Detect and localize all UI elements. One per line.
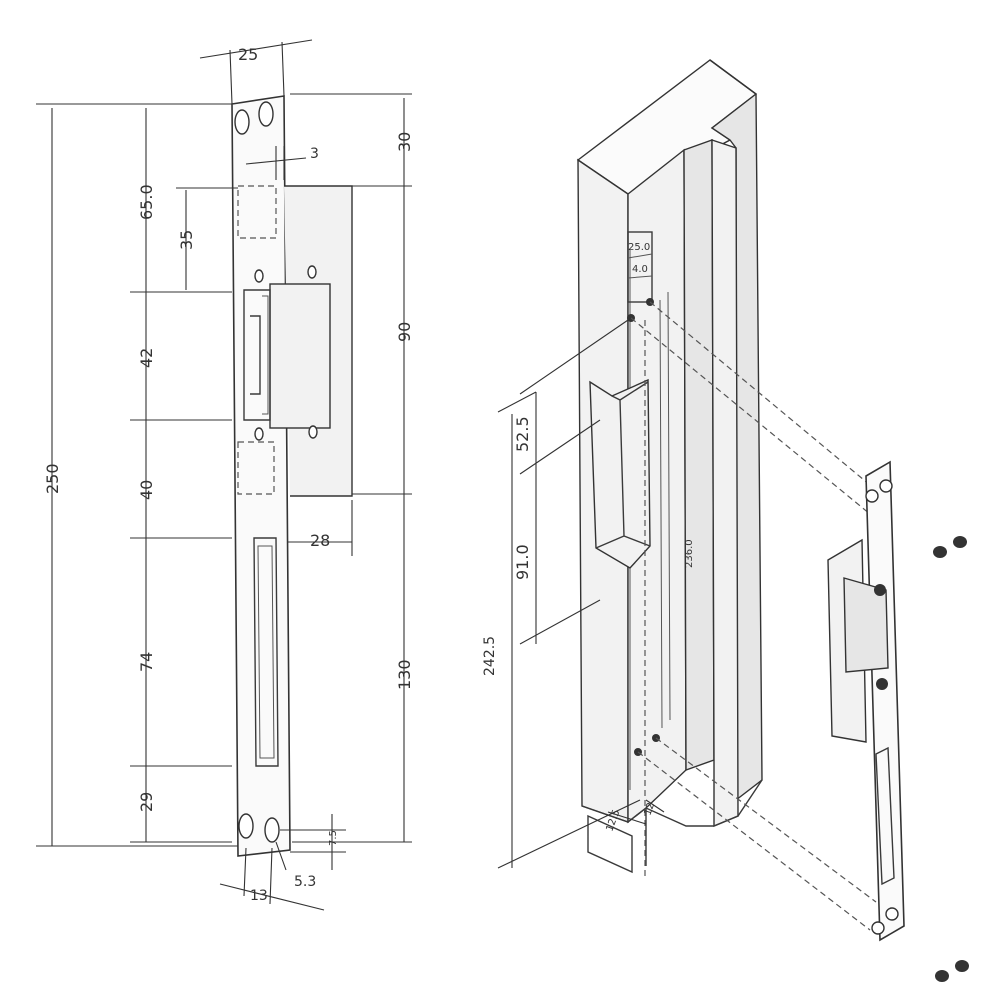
iso-plate-slot xyxy=(875,746,895,886)
label-upper-gap: 65.0 xyxy=(137,184,156,220)
latch-lip xyxy=(243,289,271,421)
top-left-hole xyxy=(234,109,250,135)
iso-keeper-screw-bottom xyxy=(876,678,888,690)
dim-line-bottom xyxy=(607,799,665,825)
screw-bottom-head-2 xyxy=(955,960,969,972)
screw-lower-left xyxy=(254,427,264,441)
label-cutout-height: 91.0 xyxy=(513,544,532,580)
dim-line-hole-offset xyxy=(280,814,346,870)
screw-upper-right xyxy=(307,265,317,279)
latch-recess-dims xyxy=(627,253,653,279)
strike-plate-outline xyxy=(231,95,291,857)
bottom-right-hole xyxy=(264,817,280,843)
frame-rebate-side xyxy=(683,139,715,771)
dim-line-offset xyxy=(245,146,307,180)
screw-top-head-1 xyxy=(933,546,947,558)
label-hole-diameter: 5.3 xyxy=(294,874,316,890)
latch-recess-box xyxy=(627,231,653,303)
label-top-margin: 30 xyxy=(395,132,414,152)
frame-bottom-edge xyxy=(581,779,763,874)
screw-upper-left xyxy=(254,269,264,283)
keeper-cutout-inner xyxy=(595,381,651,549)
iso-keeper-latch xyxy=(843,577,889,673)
iso-strike-plate xyxy=(865,460,905,942)
label-cutout-top: 52.5 xyxy=(513,416,532,452)
label-bottom-margin: 29 xyxy=(137,792,156,812)
latch-element xyxy=(269,283,331,429)
top-right-hole xyxy=(258,101,274,127)
label-recess-length: 236.0 xyxy=(684,539,695,568)
lower-slot xyxy=(253,537,279,767)
iso-plate-hole-top-1 xyxy=(865,489,879,503)
frame-stop-face xyxy=(711,139,739,828)
label-lower-span: 130 xyxy=(395,659,414,690)
label-plate-width: 25 xyxy=(238,45,258,64)
isometric-view: 25.0 4.0 236.0 52.5 91.0 242.5 12.5 12 xyxy=(482,59,969,982)
screw-bottom xyxy=(935,960,969,982)
screw-top-head-2 xyxy=(953,536,967,548)
label-keeper-depth: 28 xyxy=(310,531,330,550)
screw-lower-right xyxy=(308,425,318,439)
bottom-left-hole xyxy=(238,813,254,839)
label-total-length: 242.5 xyxy=(482,636,498,676)
projection-lines xyxy=(630,301,877,931)
label-lower-gap: 40 xyxy=(137,480,156,500)
dim-line-left-chain xyxy=(130,103,238,843)
dim-line-iso-chain xyxy=(497,317,641,869)
label-keeper-span: 90 xyxy=(395,322,414,342)
lower-dashed-cutout xyxy=(237,441,275,495)
label-offset: 3 xyxy=(310,146,319,162)
label-total-height: 250 xyxy=(43,463,62,494)
front-view: 25 250 65.0 35 42 40 74 29 30 90 130 3 2… xyxy=(36,39,414,911)
label-hole-offset: 7.5 xyxy=(328,830,339,846)
label-recess-width: 25.0 xyxy=(628,242,650,253)
label-bottom-right: 12 xyxy=(642,801,657,817)
upper-dashed-cutout xyxy=(237,185,277,239)
latch-inner xyxy=(262,295,269,415)
dim-line-width xyxy=(199,39,313,105)
screw-bottom-head-1 xyxy=(935,970,949,982)
frame-rebate-face xyxy=(627,148,687,824)
iso-plate-hole-bottom-2 xyxy=(885,907,899,921)
iso-plate-hole-bottom-1 xyxy=(871,921,885,935)
dim-line-right-chain xyxy=(290,93,412,843)
label-recess-depth: 4.0 xyxy=(632,264,648,275)
label-hole-spacing: 13 xyxy=(250,888,268,904)
label-slot-height: 74 xyxy=(137,652,156,672)
dim-line-hole-spacing xyxy=(219,847,325,911)
dim-line-hole-diameter xyxy=(275,841,287,871)
screw-top xyxy=(933,536,967,558)
dim-line-keeper-depth xyxy=(288,500,353,556)
iso-keeper-screw-top xyxy=(874,584,886,596)
iso-plate-hole-top-2 xyxy=(879,479,893,493)
label-keeper-height: 42 xyxy=(137,348,156,368)
label-cutout-height: 35 xyxy=(177,230,196,250)
lower-slot-inner xyxy=(257,545,275,759)
